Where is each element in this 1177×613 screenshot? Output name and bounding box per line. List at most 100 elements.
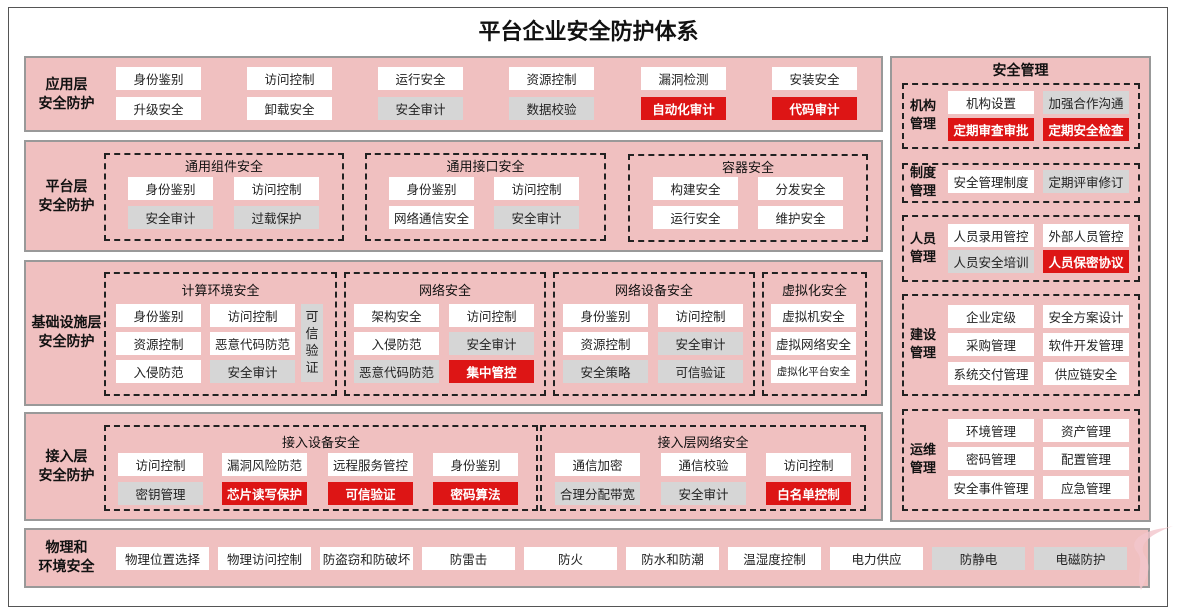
chip-item[interactable]: 升级安全 [116, 97, 201, 120]
chip-item[interactable]: 访问控制 [118, 453, 203, 476]
group-box [104, 425, 538, 511]
chip-item[interactable]: 网络通信安全 [389, 206, 474, 229]
management-group-label: 机构 管理 [910, 99, 937, 132]
chip-item[interactable]: 身份鉴别 [433, 453, 518, 476]
chip-item[interactable]: 防雷击 [422, 547, 515, 570]
chip-item[interactable]: 身份鉴别 [128, 177, 213, 200]
group-title: 通用组件安全 [184, 160, 263, 175]
chip-item[interactable]: 安装安全 [772, 67, 857, 90]
chip-item[interactable]: 安全审计 [661, 482, 746, 505]
chip-item[interactable]: 资源控制 [563, 332, 648, 355]
trusted-verify-chip[interactable]: 可信验证 [301, 304, 323, 382]
chip-item[interactable]: 密码管理 [948, 447, 1034, 470]
chip-item[interactable]: 物理位置选择 [116, 547, 209, 570]
chip-item[interactable]: 资产管理 [1043, 419, 1129, 442]
chip-item[interactable]: 架构安全 [354, 304, 439, 327]
chip-item[interactable]: 密码算法 [433, 482, 518, 505]
chip-item[interactable]: 访问控制 [247, 67, 332, 90]
chip-item[interactable]: 分发安全 [758, 177, 843, 200]
chip-item[interactable]: 入侵防范 [354, 332, 439, 355]
chip-item[interactable]: 身份鉴别 [116, 304, 201, 327]
chip-item[interactable]: 集中管控 [449, 360, 534, 383]
chip-item[interactable]: 定期审查审批 [948, 118, 1034, 141]
group-title: 虚拟化安全 [781, 284, 847, 299]
chip-item[interactable]: 资源控制 [509, 67, 594, 90]
chip-item[interactable]: 环境管理 [948, 419, 1034, 442]
chip-item[interactable]: 温湿度控制 [728, 547, 821, 570]
chip-item[interactable]: 访问控制 [766, 453, 851, 476]
chip-item[interactable]: 安全事件管理 [948, 476, 1034, 499]
chip-item[interactable]: 芯片读写保护 [222, 482, 307, 505]
chip-item[interactable]: 可信验证 [658, 360, 743, 383]
chip-item[interactable]: 卸载安全 [247, 97, 332, 120]
chip-item[interactable]: 代码审计 [772, 97, 857, 120]
chip-item[interactable]: 人员保密协议 [1043, 250, 1129, 273]
chip-item[interactable]: 人员录用管控 [948, 224, 1034, 247]
chip-item[interactable]: 安全管理制度 [948, 170, 1034, 193]
chip-item[interactable]: 虚拟化平台安全 [771, 360, 856, 383]
chip-item[interactable]: 运行安全 [653, 206, 738, 229]
chip-item[interactable]: 构建安全 [653, 177, 738, 200]
chip-item[interactable]: 安全审计 [494, 206, 579, 229]
chip-item[interactable]: 白名单控制 [766, 482, 851, 505]
chip-item[interactable]: 防水和防潮 [626, 547, 719, 570]
chip-item[interactable]: 防火 [524, 547, 617, 570]
management-group-label: 建设 管理 [910, 328, 937, 361]
chip-item[interactable]: 虚拟机安全 [771, 304, 856, 327]
chip-item[interactable]: 安全方案设计 [1043, 305, 1129, 328]
chip-item[interactable]: 恶意代码防范 [210, 332, 295, 355]
diagram-title: 平台企业安全防护体系 [478, 20, 699, 45]
chip-item[interactable]: 过载保护 [234, 206, 319, 229]
chip-item[interactable]: 合理分配带宽 [555, 482, 640, 505]
chip-item[interactable]: 访问控制 [210, 304, 295, 327]
chip-item[interactable]: 软件开发管理 [1043, 333, 1129, 356]
group-box [540, 425, 866, 511]
chip-item[interactable]: 通信校验 [661, 453, 746, 476]
chip-item[interactable]: 安全审计 [128, 206, 213, 229]
chip-item[interactable]: 身份鉴别 [563, 304, 648, 327]
chip-item[interactable]: 防盗窃和防破坏 [320, 547, 413, 570]
chip-item[interactable]: 自动化审计 [641, 97, 726, 120]
chip-item[interactable]: 加强合作沟通 [1043, 91, 1129, 114]
chip-item[interactable]: 密钥管理 [118, 482, 203, 505]
chip-item[interactable]: 外部人员管控 [1043, 224, 1129, 247]
chip-item[interactable]: 访问控制 [234, 177, 319, 200]
chip-item[interactable]: 资源控制 [116, 332, 201, 355]
chip-item[interactable]: 系统交付管理 [948, 362, 1034, 385]
chip-item[interactable]: 定期安全检查 [1043, 118, 1129, 141]
chip-item[interactable]: 采购管理 [948, 333, 1034, 356]
chip-item[interactable]: 应急管理 [1043, 476, 1129, 499]
chip-item[interactable]: 访问控制 [494, 177, 579, 200]
chip-item[interactable]: 访问控制 [658, 304, 743, 327]
chip-item[interactable]: 身份鉴别 [116, 67, 201, 90]
chip-item[interactable]: 配置管理 [1043, 447, 1129, 470]
chip-item[interactable]: 电力供应 [830, 547, 923, 570]
chip-item[interactable]: 身份鉴别 [389, 177, 474, 200]
chip-item[interactable]: 数据校验 [509, 97, 594, 120]
chip-item[interactable]: 可信验证 [328, 482, 413, 505]
chip-item[interactable]: 访问控制 [449, 304, 534, 327]
chip-item[interactable]: 运行安全 [378, 67, 463, 90]
chip-item[interactable]: 漏洞检测 [641, 67, 726, 90]
chip-item[interactable]: 电磁防护 [1034, 547, 1127, 570]
chip-item[interactable]: 维护安全 [758, 206, 843, 229]
chip-item[interactable]: 安全策略 [563, 360, 648, 383]
group-box [902, 409, 1140, 511]
chip-item[interactable]: 防静电 [932, 547, 1025, 570]
chip-item[interactable]: 漏洞风险防范 [222, 453, 307, 476]
chip-item[interactable]: 通信加密 [555, 453, 640, 476]
chip-item[interactable]: 安全审计 [210, 360, 295, 383]
chip-item[interactable]: 物理访问控制 [218, 547, 311, 570]
chip-item[interactable]: 企业定级 [948, 305, 1034, 328]
chip-item[interactable]: 机构设置 [948, 91, 1034, 114]
chip-item[interactable]: 恶意代码防范 [354, 360, 439, 383]
chip-item[interactable]: 人员安全培训 [948, 250, 1034, 273]
chip-item[interactable]: 安全审计 [449, 332, 534, 355]
chip-item[interactable]: 虚拟网络安全 [771, 332, 856, 355]
chip-item[interactable]: 安全审计 [378, 97, 463, 120]
chip-item[interactable]: 定期评审修订 [1043, 170, 1129, 193]
chip-item[interactable]: 入侵防范 [116, 360, 201, 383]
chip-item[interactable]: 安全审计 [658, 332, 743, 355]
chip-item[interactable]: 供应链安全 [1043, 362, 1129, 385]
chip-item[interactable]: 远程服务管控 [328, 453, 413, 476]
